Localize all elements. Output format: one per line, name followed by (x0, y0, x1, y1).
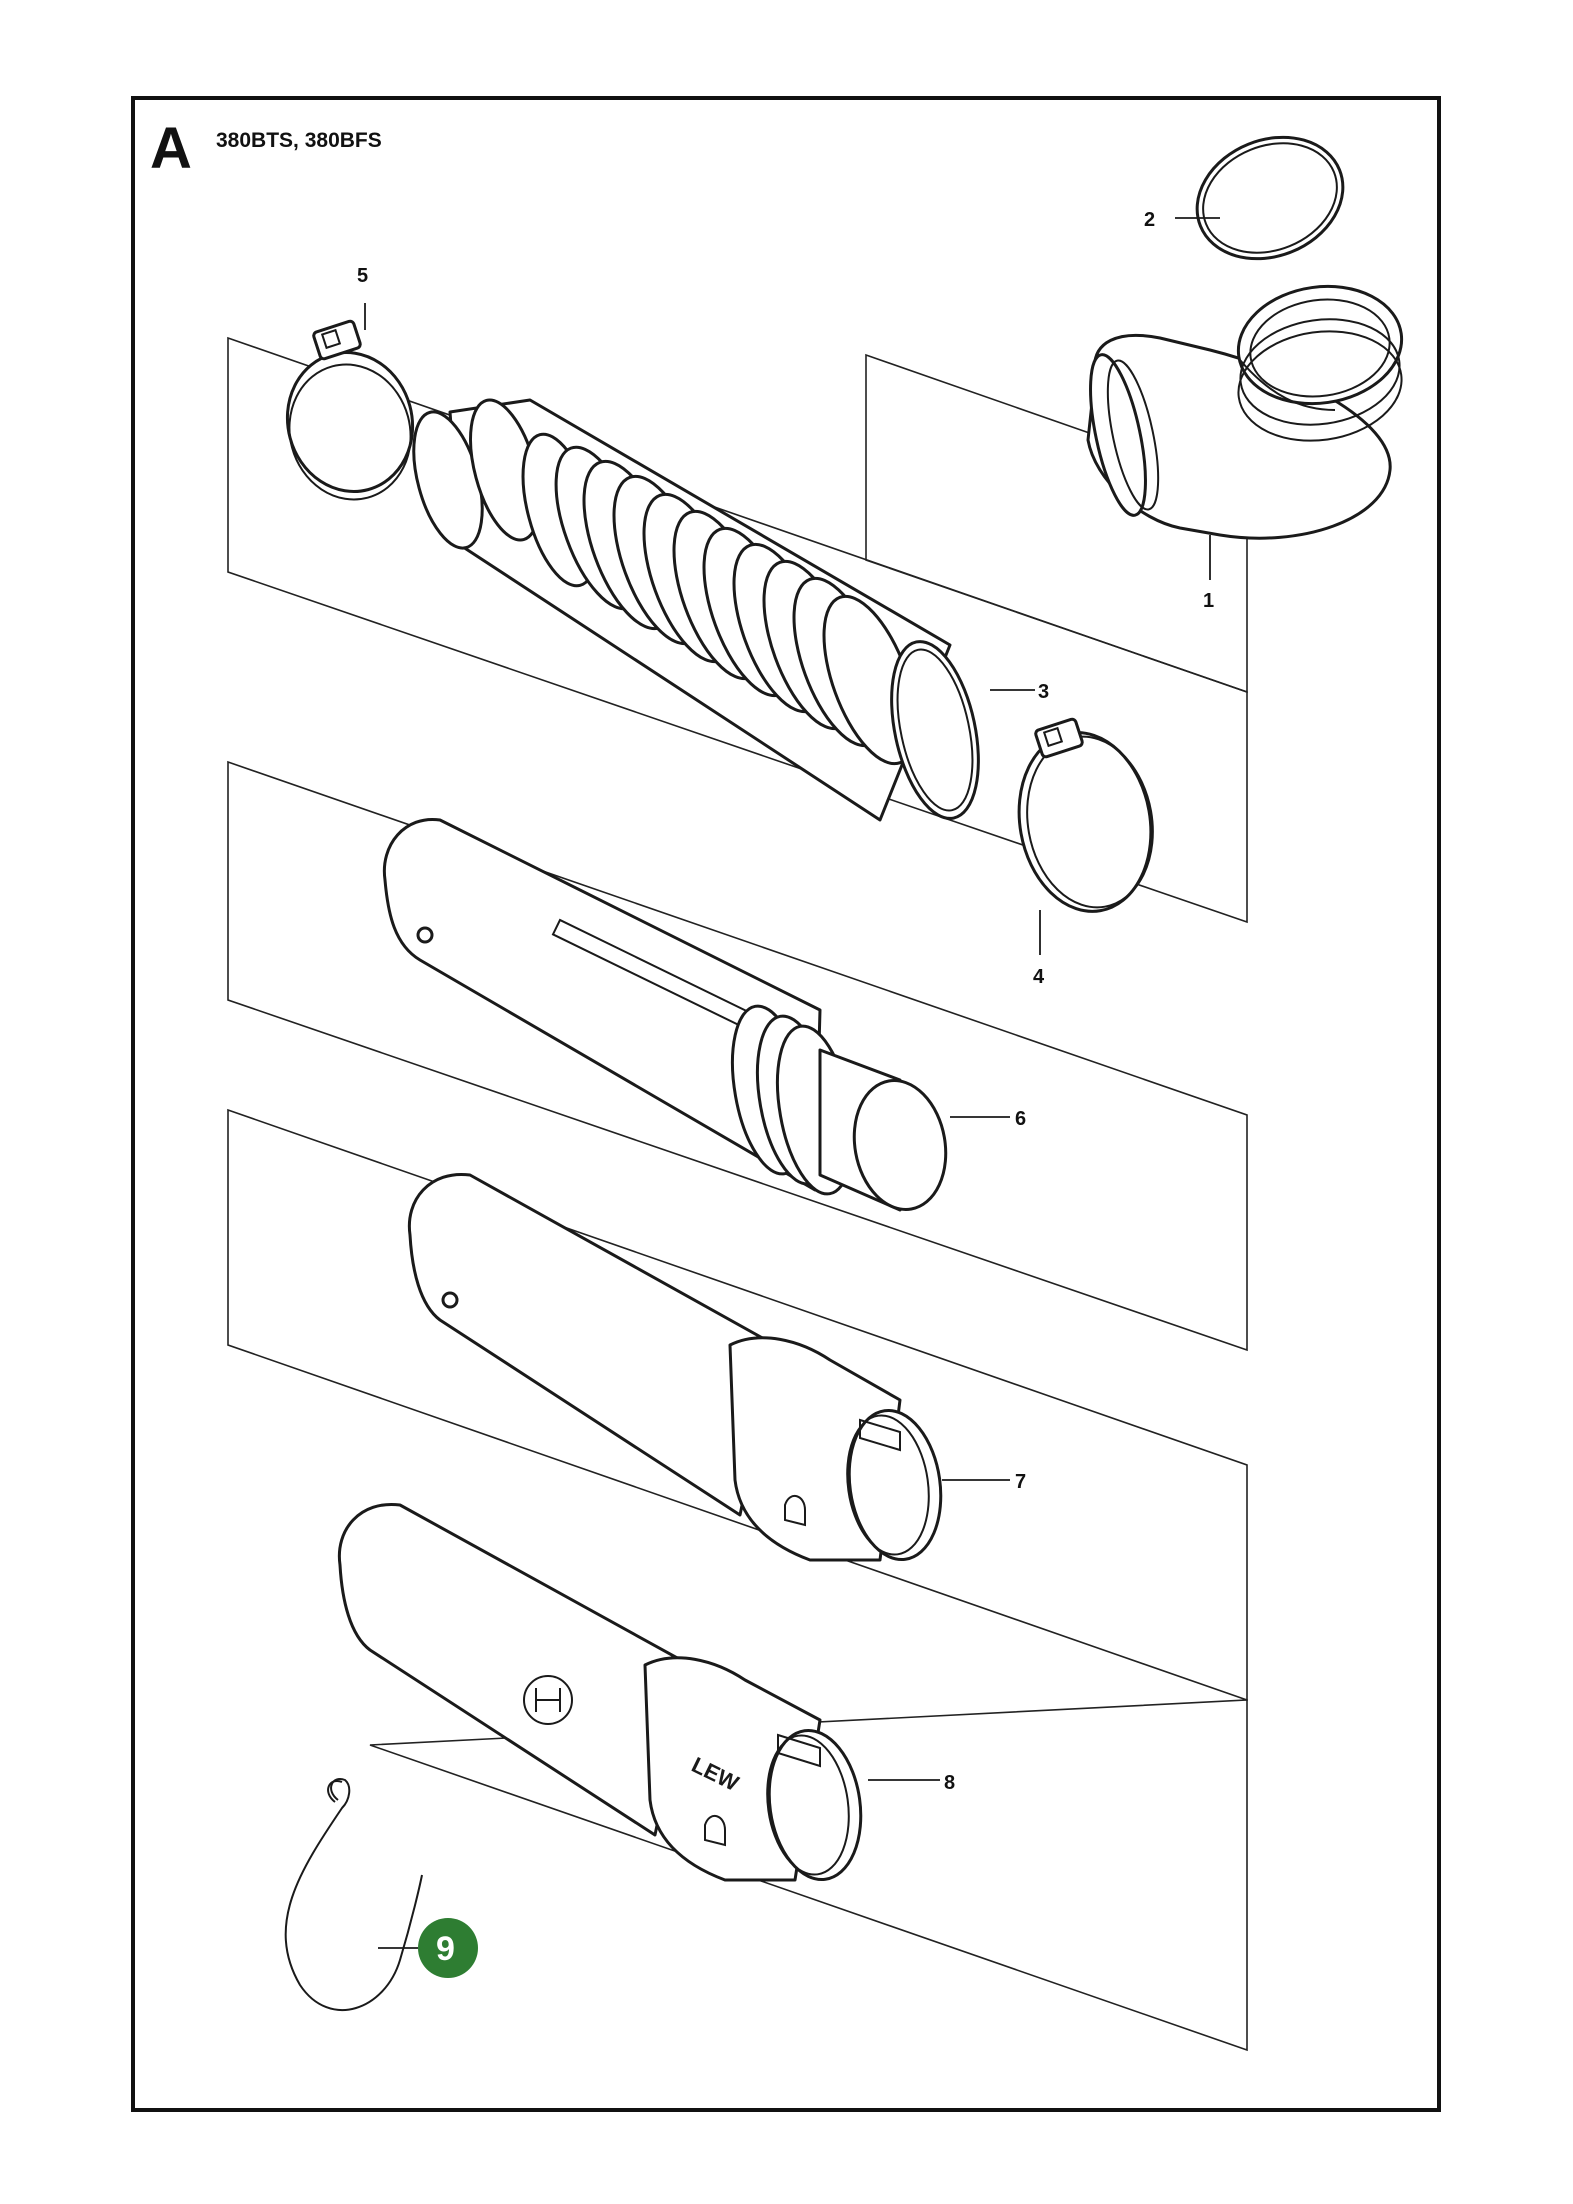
callout-9-badge: 9 (418, 1918, 478, 1978)
diagram-frame (131, 96, 1441, 2112)
hose-clamp-part (1017, 717, 1154, 913)
lower-pipe-part: LEW (337, 1502, 863, 1882)
section-letter: A (150, 116, 192, 181)
leader-lines (364, 217, 1220, 1949)
elbow-part (1086, 284, 1404, 540)
callout-3: 3 (1038, 681, 1049, 703)
plane-upper-pipe (227, 760, 1248, 1352)
flexible-hose-part (412, 398, 980, 822)
callout-6: 6 (1015, 1108, 1026, 1130)
model-list: 380BTS, 380BFS (216, 129, 382, 152)
middle-pipe-part (407, 1172, 943, 1562)
callout-1: 1 (1203, 590, 1214, 612)
hose-clamp-part (285, 319, 415, 501)
callout-7: 7 (1015, 1471, 1026, 1493)
callout-2: 2 (1144, 209, 1155, 231)
brand-logo (523, 1675, 573, 1725)
o-ring-part (1195, 135, 1345, 261)
upper-pipe-part (382, 817, 948, 1212)
retaining-spring-part (284, 1778, 423, 2012)
highlight-badge (418, 1918, 478, 1978)
callout-5: 5 (357, 265, 368, 287)
callout-8: 8 (944, 1772, 955, 1794)
callout-4: 4 (1033, 966, 1045, 988)
callouts: 2 1 5 3 4 6 7 8 9 (357, 209, 1214, 1978)
callout-9: 9 (436, 1930, 455, 1968)
